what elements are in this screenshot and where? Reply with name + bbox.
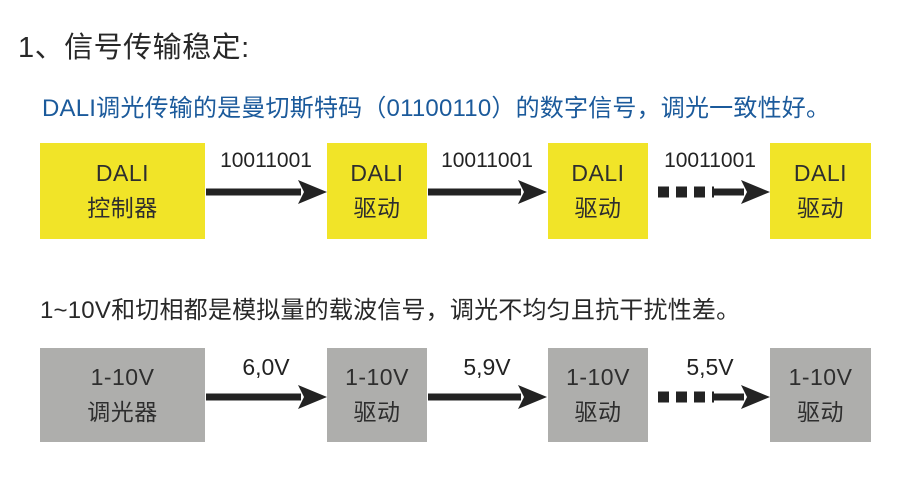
box-label-line2: 驱动 bbox=[574, 195, 622, 221]
box-label-line2: 驱动 bbox=[797, 399, 844, 425]
box-label-line1: 1-10V bbox=[90, 364, 155, 390]
dali-signal-arrow-2: 10011001 bbox=[427, 143, 547, 239]
box-label-line2: 驱动 bbox=[797, 195, 844, 221]
dali-driver-box-3: DALI 驱动 bbox=[770, 143, 871, 239]
dimmer-box: 1-10V 调光器 bbox=[40, 348, 205, 442]
dali-controller-box: DALI 控制器 bbox=[40, 143, 205, 239]
dali-signal-arrow-1: 10011001 bbox=[205, 143, 327, 239]
box-label-line1: DALI bbox=[350, 160, 404, 186]
arrow-label: 10011001 bbox=[220, 149, 312, 172]
solid-arrow-icon bbox=[428, 180, 547, 204]
analog-signal-arrow-2: 5,9V bbox=[427, 348, 547, 442]
analog-driver-box-1: 1-10V 驱动 bbox=[327, 348, 427, 442]
arrow-label: 6,0V bbox=[242, 354, 290, 380]
solid-arrow-icon bbox=[206, 385, 327, 409]
analog-description: 1~10V和切相都是模拟量的载波信号，调光不均匀且抗干扰性差。 bbox=[40, 297, 741, 324]
box-label-line1: DALI bbox=[571, 160, 625, 186]
arrow-label: 10011001 bbox=[441, 149, 533, 172]
analog-driver-box-2: 1-10V 驱动 bbox=[548, 348, 648, 442]
box-label-line1: 1-10V bbox=[788, 364, 853, 390]
box-label-line1: DALI bbox=[793, 160, 848, 186]
arrow-label: 5,9V bbox=[463, 354, 511, 380]
dali-driver-box-1: DALI 驱动 bbox=[327, 143, 427, 239]
dali-driver-box-2: DALI 驱动 bbox=[548, 143, 648, 239]
box-label-line2: 驱动 bbox=[574, 399, 622, 425]
dali-flow-row: DALI 控制器 10011001 DALI 驱动 10011001 DALI … bbox=[0, 143, 900, 239]
dali-description: DALI调光传输的是曼切斯特码（01100110）的数字信号，调光一致性好。 bbox=[42, 95, 831, 122]
solid-arrow-icon bbox=[428, 385, 547, 409]
box-label-line2: 驱动 bbox=[353, 399, 401, 425]
solid-arrow-icon bbox=[206, 180, 327, 204]
box-label-line2: 调光器 bbox=[87, 399, 158, 425]
page-title: 1、信号传输稳定: bbox=[18, 32, 250, 64]
arrow-label: 10011001 bbox=[664, 149, 756, 172]
box-label-line1: 1-10V bbox=[566, 364, 630, 390]
dali-signal-arrow-3: 10011001 bbox=[650, 143, 770, 239]
box-label-line2: 驱动 bbox=[353, 195, 401, 221]
dashed-arrow-icon bbox=[658, 385, 770, 409]
dashed-arrow-icon bbox=[658, 180, 770, 204]
analog-driver-box-3: 1-10V 驱动 bbox=[770, 348, 871, 442]
arrow-label: 5,5V bbox=[686, 354, 734, 380]
box-label-line2: 控制器 bbox=[87, 195, 158, 221]
analog-flow-row: 1-10V 调光器 6,0V 1-10V 驱动 5,9V 1-10V 驱动 bbox=[0, 348, 900, 442]
box-label-line1: 1-10V bbox=[345, 364, 409, 390]
analog-signal-arrow-3: 5,5V bbox=[650, 348, 770, 442]
box-label-line1: DALI bbox=[95, 160, 150, 186]
analog-signal-arrow-1: 6,0V bbox=[205, 348, 327, 442]
